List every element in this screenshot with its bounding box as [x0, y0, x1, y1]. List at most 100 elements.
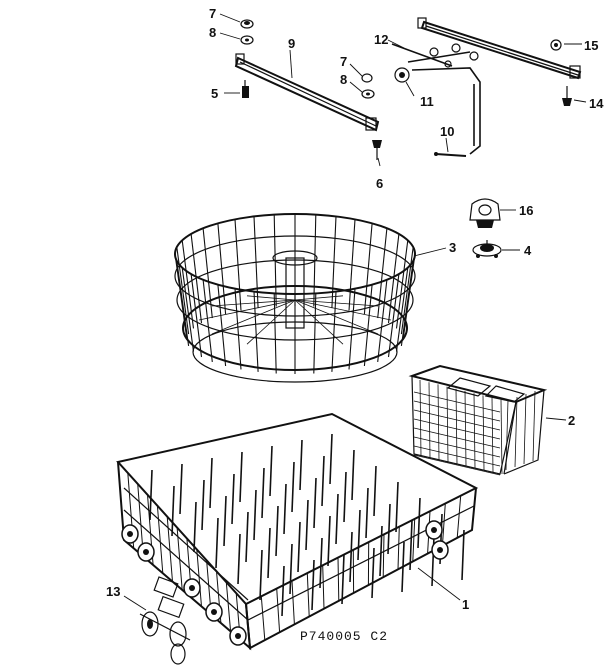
wire: [275, 505, 279, 557]
callout-11: 11: [420, 94, 434, 109]
callout-14: 14: [589, 96, 604, 111]
callout-13: 13: [106, 584, 120, 599]
wire: [253, 291, 259, 372]
end-cap: [394, 67, 410, 83]
wire: [267, 527, 271, 579]
wire: [400, 247, 414, 335]
wire: [348, 219, 356, 311]
wire: [246, 299, 296, 345]
wire: [202, 228, 213, 319]
callout-7-upper-left: 7: [209, 6, 216, 21]
wire: [311, 559, 315, 611]
callout-12: 12: [374, 32, 388, 47]
wire: [190, 273, 203, 358]
wire: [409, 519, 413, 571]
nut-right: [550, 39, 562, 51]
callout-5: 5: [211, 86, 218, 101]
wire: [276, 588, 281, 633]
callout-15: 15: [584, 38, 598, 53]
wire: [455, 388, 458, 465]
wire: [413, 409, 501, 431]
callout-9: 9: [288, 36, 295, 51]
wire: [349, 531, 353, 583]
wire: [245, 603, 251, 649]
wire: [413, 391, 501, 413]
wire: [335, 493, 339, 545]
wire: [456, 495, 462, 538]
wire: [294, 299, 379, 307]
wire: [176, 527, 183, 590]
wire: [413, 400, 501, 422]
wire: [261, 467, 265, 519]
wire: [283, 483, 287, 535]
wire: [327, 515, 331, 567]
wire: [363, 284, 373, 367]
wire: [417, 497, 421, 549]
cap-nut-middle: [361, 73, 373, 83]
wire: [413, 436, 501, 458]
wire: [234, 219, 242, 311]
wire: [305, 499, 309, 551]
wire: [395, 267, 409, 352]
wire: [461, 529, 465, 581]
screw-left: [242, 80, 249, 98]
callout-16: 16: [519, 203, 533, 218]
upper-rack-track-right: [417, 17, 582, 80]
wire: [413, 445, 501, 467]
wire: [343, 471, 347, 523]
wire: [246, 295, 296, 301]
wire: [351, 449, 355, 501]
wire: [291, 461, 295, 513]
screw-right: [562, 86, 572, 106]
wire: [291, 580, 295, 625]
spray-hub-upper: [469, 198, 501, 228]
wire: [437, 384, 440, 461]
wire: [482, 395, 485, 471]
wire: [174, 253, 188, 341]
wire: [223, 495, 227, 547]
wire: [373, 465, 377, 517]
wire: [387, 503, 391, 555]
wire: [231, 473, 235, 525]
drawing-code: P740005 C2: [300, 629, 388, 644]
wire: [176, 247, 190, 335]
callout-8-upper-left: 8: [209, 25, 216, 40]
wire: [217, 284, 227, 367]
wheel-hub: [189, 585, 195, 591]
wire: [294, 299, 379, 335]
wire: [273, 293, 277, 374]
wire: [234, 288, 242, 370]
wire: [225, 582, 232, 632]
pin: [434, 152, 467, 157]
wire: [441, 503, 446, 546]
wire: [348, 288, 356, 370]
wire: [331, 216, 337, 309]
wire: [201, 479, 205, 531]
wire: [166, 516, 173, 582]
wire: [471, 487, 477, 531]
wire: [156, 505, 164, 574]
wire: [395, 481, 399, 533]
wire: [211, 299, 296, 307]
wire: [176, 260, 190, 346]
wire: [281, 565, 285, 617]
wire: [306, 573, 310, 617]
wire: [363, 223, 373, 315]
wheel-hub: [211, 609, 217, 615]
wire: [117, 461, 125, 541]
callout-10: 10: [440, 124, 454, 139]
wire: [237, 533, 241, 585]
wire: [357, 509, 361, 561]
wire: [294, 299, 392, 321]
wire: [211, 299, 296, 335]
wheel-hub: [143, 549, 149, 555]
wire: [299, 439, 303, 491]
wire: [319, 537, 323, 589]
wire: [239, 451, 243, 503]
wire: [321, 455, 325, 507]
wheel-hub: [437, 547, 443, 553]
upper-rack-track-left: [234, 53, 380, 132]
wire: [253, 489, 257, 541]
